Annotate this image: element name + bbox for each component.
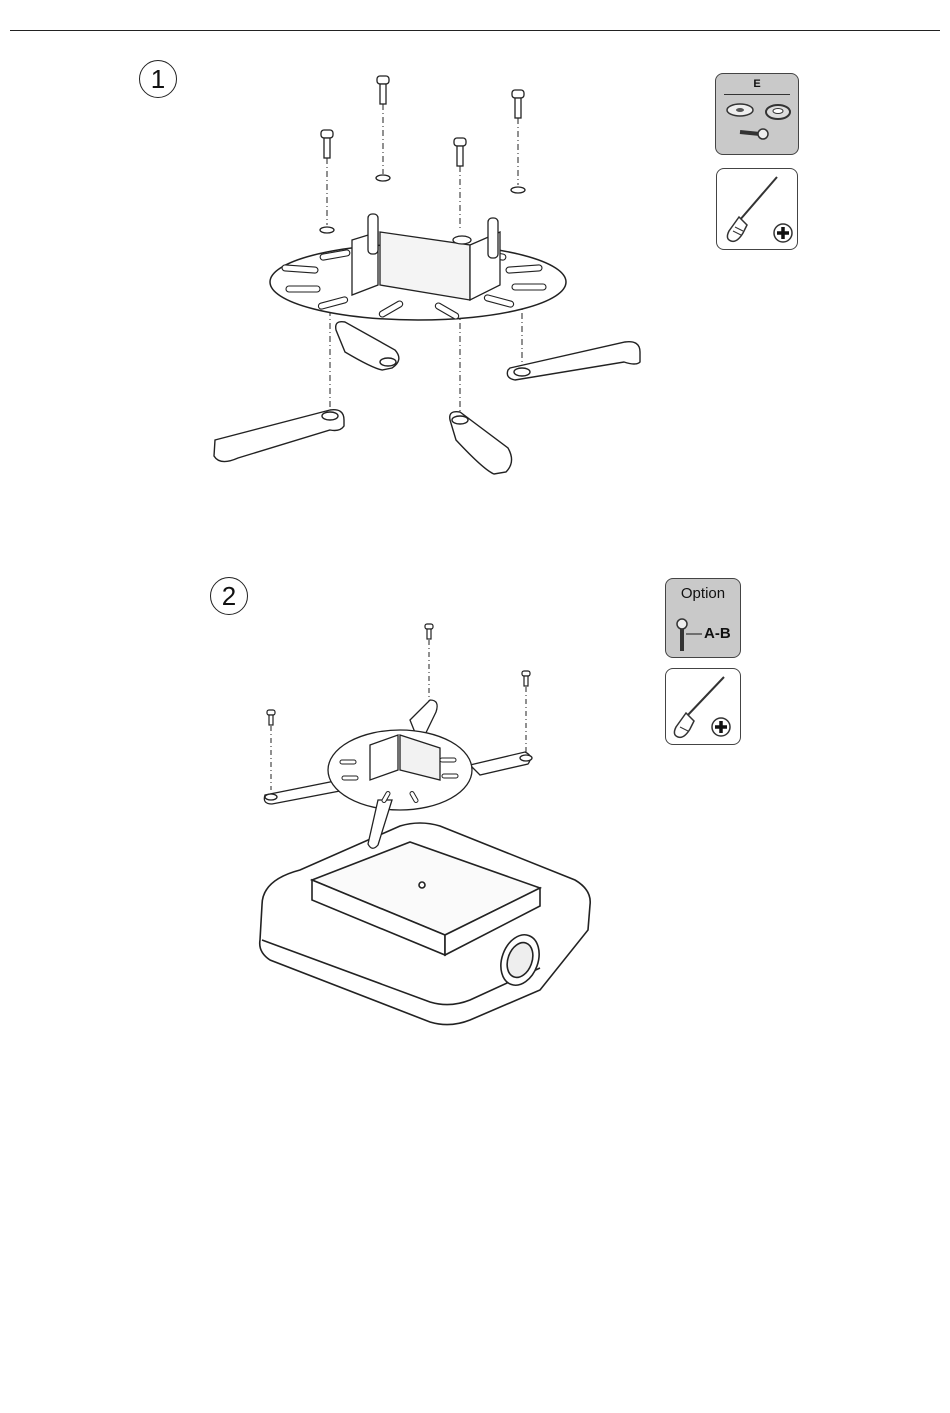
phillips-screwdriver-icon bbox=[666, 669, 742, 746]
screw-icon bbox=[666, 579, 742, 659]
screw-1 bbox=[321, 130, 333, 158]
hardware-box-e: E bbox=[715, 73, 799, 155]
option-screw-label: A-B bbox=[704, 625, 731, 642]
screw-3 bbox=[454, 138, 466, 166]
step-2-number: 2 bbox=[210, 577, 248, 615]
step-1-number: 1 bbox=[139, 60, 177, 98]
screw-icon bbox=[716, 74, 800, 156]
option-hardware-box: Option A-B bbox=[665, 578, 741, 658]
screwdriver-box-1 bbox=[716, 168, 798, 250]
screw-4 bbox=[512, 90, 524, 118]
header-rule bbox=[10, 30, 940, 31]
screwdriver-box-2 bbox=[665, 668, 741, 745]
phillips-screwdriver-icon bbox=[717, 169, 799, 251]
screw-2 bbox=[377, 76, 389, 104]
